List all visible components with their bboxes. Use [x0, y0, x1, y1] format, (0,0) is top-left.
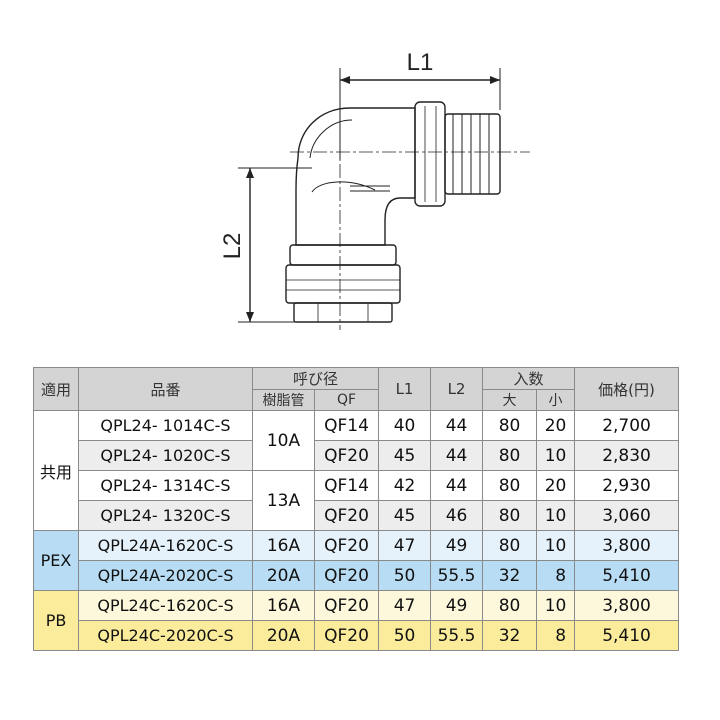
resin-pipe: 20A: [252, 620, 315, 651]
qty-small: 10: [536, 530, 576, 561]
l2: 44: [430, 410, 484, 441]
header-resin-pipe: 樹脂管: [252, 389, 315, 411]
header-application: 適用: [33, 367, 79, 411]
l2: 44: [430, 440, 484, 471]
price: 2,700: [574, 410, 680, 441]
price: 3,060: [574, 500, 680, 531]
group-pb: PB: [33, 590, 79, 651]
qty-small: 20: [536, 470, 576, 501]
qty-large: 32: [482, 620, 538, 651]
l1: 42: [378, 470, 432, 501]
group-common: 共用: [33, 410, 79, 531]
qty-small: 10: [536, 590, 576, 621]
l2: 55.5: [430, 560, 484, 591]
part-number: QPL24C-1620C-S: [78, 590, 253, 621]
elbow-fitting-drawing: L1 L2: [219, 49, 530, 330]
resin-pipe: 10A: [252, 410, 315, 471]
header-nominal-size: 呼び径: [251, 367, 380, 390]
part-number: QPL24- 1014C-S: [78, 410, 253, 441]
qf: QF14: [313, 470, 380, 501]
header-qf: QF: [313, 389, 380, 411]
header-quantity: 入数: [482, 367, 576, 390]
l1: 50: [378, 620, 432, 651]
l1: 47: [378, 590, 432, 621]
qty-small: 10: [536, 440, 576, 471]
price: 2,830: [574, 440, 680, 471]
qty-large: 80: [482, 590, 538, 621]
l1: 47: [378, 530, 432, 561]
qty-large: 80: [482, 500, 538, 531]
l2: 46: [430, 500, 484, 531]
table-row: QPL24C-2020C-S 20A QF20 50 55.5 32 8 5,4…: [34, 620, 680, 651]
l1: 40: [378, 410, 432, 441]
price: 2,930: [574, 470, 680, 501]
header-part-number: 品番: [78, 367, 253, 411]
part-number: QPL24- 1314C-S: [78, 470, 253, 501]
qty-large: 80: [482, 470, 538, 501]
qty-large: 80: [482, 440, 538, 471]
qf: QF20: [313, 590, 380, 621]
price: 5,410: [574, 620, 680, 651]
resin-pipe: 20A: [252, 560, 315, 591]
part-number: QPL24- 1320C-S: [78, 500, 253, 531]
l1: 45: [378, 440, 432, 471]
qf: QF20: [313, 500, 380, 531]
l2: 49: [430, 590, 484, 621]
table-row: QPL24A-2020C-S 20A QF20 50 55.5 32 8 5,4…: [34, 560, 680, 591]
price: 5,410: [574, 560, 680, 591]
price: 3,800: [574, 530, 680, 561]
qf: QF20: [313, 440, 380, 471]
resin-pipe: 16A: [252, 590, 315, 621]
table-row: 共用 QPL24- 1014C-S 10A QF14 40 44 80 20 2…: [33, 410, 680, 531]
l2: 44: [430, 470, 484, 501]
qty-large: 80: [482, 530, 538, 561]
qty-small: 8: [536, 620, 576, 651]
l2: 55.5: [430, 620, 484, 651]
price: 3,800: [574, 590, 680, 621]
part-number: QPL24C-2020C-S: [78, 620, 253, 651]
part-number: QPL24- 1020C-S: [78, 440, 253, 471]
table-row: PEX QPL24A-1620C-S 16A QF20 47 49 80 10 …: [33, 530, 680, 591]
qty-large: 32: [482, 560, 538, 591]
part-number: QPL24A-2020C-S: [78, 560, 253, 591]
resin-pipe: 16A: [252, 530, 315, 561]
qf: QF20: [313, 530, 380, 561]
spec-table: 適用 品番 呼び径 L1 L2 入数 価格(円) 樹脂管 QF 大 小 共用 Q…: [33, 367, 680, 651]
qty-large: 80: [482, 410, 538, 441]
table-row: QPL24- 1320C-S QF20 45 46 80 10 3,060: [34, 500, 680, 531]
qty-small: 20: [536, 410, 576, 441]
header-l1: L1: [378, 367, 432, 411]
qf: QF20: [313, 560, 380, 591]
qf: QF14: [313, 410, 380, 441]
table-row: QPL24- 1314C-S 13A QF14 42 44 80 20 2,93…: [34, 470, 680, 531]
l1: 50: [378, 560, 432, 591]
l2-label: L2: [219, 233, 246, 260]
qf: QF20: [313, 620, 380, 651]
header-large: 大: [482, 389, 538, 411]
l1: 45: [378, 500, 432, 531]
header-l2: L2: [430, 367, 484, 411]
table-row: QPL24- 1020C-S QF20 45 44 80 10 2,830: [34, 440, 680, 471]
l1-label: L1: [407, 49, 434, 76]
part-number: QPL24A-1620C-S: [78, 530, 253, 561]
group-pex: PEX: [33, 530, 79, 591]
header-small: 小: [536, 389, 576, 411]
table-row: PB QPL24C-1620C-S 16A QF20 47 49 80 10 3…: [33, 590, 680, 651]
qty-small: 8: [536, 560, 576, 591]
l2: 49: [430, 530, 484, 561]
qty-small: 10: [536, 500, 576, 531]
header-price: 価格(円): [574, 367, 680, 411]
resin-pipe: 13A: [252, 470, 315, 531]
